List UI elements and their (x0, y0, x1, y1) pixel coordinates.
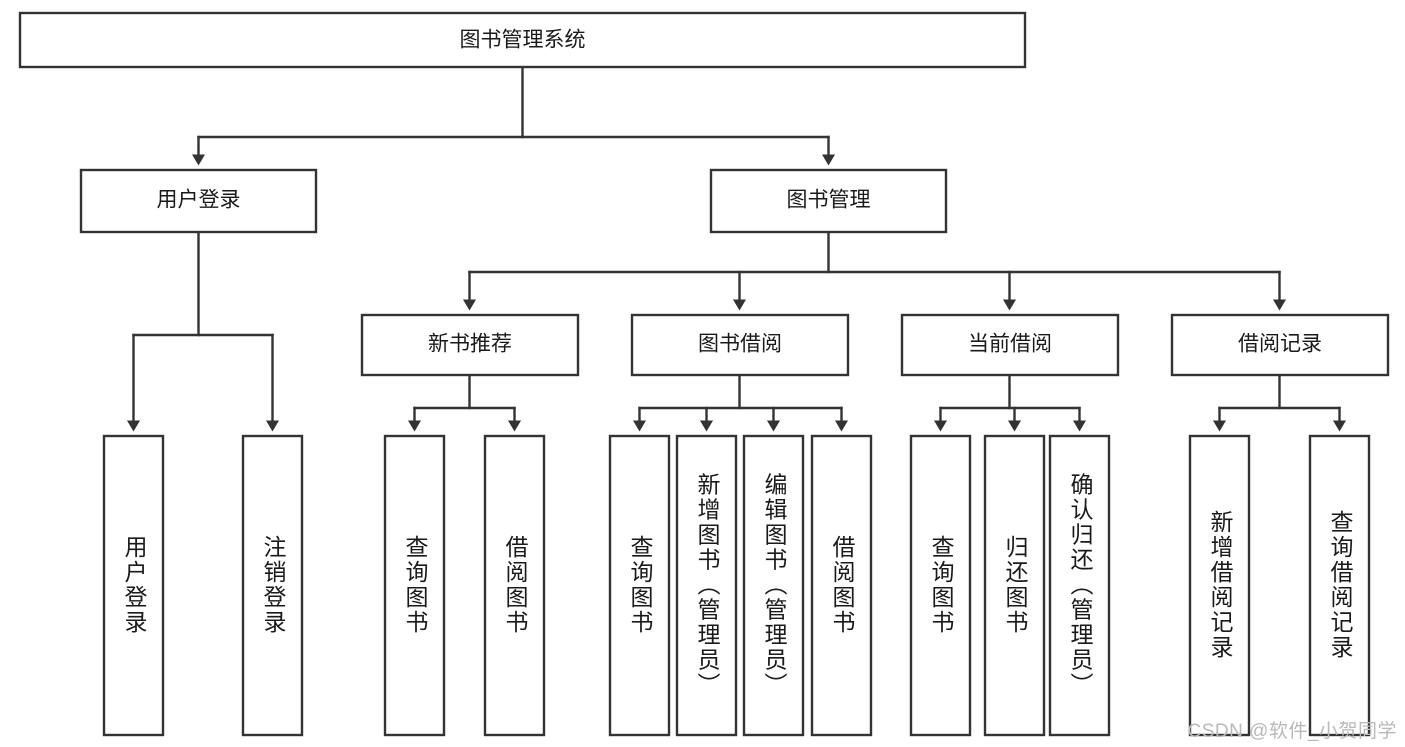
node-book-manage-box[interactable] (709, 168, 948, 234)
node-book-manage-label: 图书管理 (787, 189, 871, 212)
node-leaf-query-book-1-box[interactable] (383, 434, 446, 737)
node-borrow-record[interactable]: 借阅记录 (1170, 313, 1390, 377)
connector-group-new-book-rec (408, 373, 521, 432)
node-leaf-confirm-return-box[interactable] (1048, 434, 1111, 737)
connector-group-borrow-record (1213, 373, 1346, 432)
node-leaf-logout-label: 注销登录 (260, 535, 287, 635)
node-leaf-add-record-label: 新增借阅记录 (1207, 510, 1234, 660)
node-current-borrow-box[interactable] (900, 313, 1120, 377)
connector-group-current-borrow (934, 373, 1086, 432)
node-leaf-borrow-book-1[interactable]: 借阅图书 (483, 434, 546, 737)
node-user-login-label: 用户登录 (157, 189, 241, 212)
node-leaf-query-record-box[interactable] (1308, 434, 1371, 737)
node-leaf-query-book-2[interactable]: 查询图书 (608, 434, 671, 737)
node-root-box[interactable] (18, 11, 1027, 69)
node-new-book-rec[interactable]: 新书推荐 (360, 313, 580, 377)
node-user-login-box[interactable] (79, 168, 318, 234)
node-book-borrow-label: 图书借阅 (698, 333, 782, 356)
node-leaf-query-book-1[interactable]: 查询图书 (383, 434, 446, 737)
node-leaf-borrow-book-2[interactable]: 借阅图书 (810, 434, 873, 737)
node-leaf-confirm-return[interactable]: 确认归还（管理员） (1048, 434, 1111, 737)
connector-group-book-borrow (633, 373, 848, 432)
node-leaf-query-record[interactable]: 查询借阅记录 (1308, 434, 1371, 737)
node-leaf-edit-book-box[interactable] (742, 434, 805, 737)
node-leaf-return-book-box[interactable] (983, 434, 1046, 737)
node-book-borrow[interactable]: 图书借阅 (630, 313, 850, 377)
node-leaf-borrow-book-2-label: 借阅图书 (829, 535, 856, 635)
node-leaf-add-book-label: 新增图书（管理员） (694, 473, 721, 698)
node-leaf-add-record-box[interactable] (1188, 434, 1251, 737)
node-leaf-user-login-label: 用户登录 (121, 535, 148, 635)
node-leaf-borrow-book-1-box[interactable] (483, 434, 546, 737)
node-leaf-edit-book-label: 编辑图书（管理员） (761, 473, 788, 698)
node-leaf-borrow-book-2-box[interactable] (810, 434, 873, 737)
node-leaf-logout[interactable]: 注销登录 (241, 434, 304, 737)
connector-group-root (192, 65, 835, 166)
node-leaf-borrow-book-1-label: 借阅图书 (502, 535, 529, 635)
connector-group-book-manage (463, 230, 1286, 311)
node-leaf-query-book-2-box[interactable] (608, 434, 671, 737)
node-user-login[interactable]: 用户登录 (79, 168, 318, 234)
node-leaf-return-book-label: 归还图书 (1002, 535, 1029, 635)
node-leaf-confirm-return-label: 确认归还（管理员） (1067, 473, 1094, 698)
node-leaf-user-login[interactable]: 用户登录 (102, 434, 165, 737)
node-leaf-return-book[interactable]: 归还图书 (983, 434, 1046, 737)
node-leaf-add-book[interactable]: 新增图书（管理员） (675, 434, 738, 737)
node-book-borrow-box[interactable] (630, 313, 850, 377)
node-leaf-query-book-3[interactable]: 查询图书 (909, 434, 972, 737)
node-leaf-user-login-box[interactable] (102, 434, 165, 737)
node-current-borrow[interactable]: 当前借阅 (900, 313, 1120, 377)
node-leaf-query-record-label: 查询借阅记录 (1327, 510, 1354, 660)
node-leaf-add-record[interactable]: 新增借阅记录 (1188, 434, 1251, 737)
node-new-book-rec-box[interactable] (360, 313, 580, 377)
node-leaf-add-book-box[interactable] (675, 434, 738, 737)
node-root-label: 图书管理系统 (460, 29, 586, 52)
node-book-manage[interactable]: 图书管理 (709, 168, 948, 234)
node-leaf-query-book-2-label: 查询图书 (627, 535, 654, 635)
node-new-book-rec-label: 新书推荐 (428, 333, 512, 356)
node-current-borrow-label: 当前借阅 (968, 333, 1052, 356)
node-leaf-query-book-3-label: 查询图书 (928, 535, 955, 635)
node-borrow-record-box[interactable] (1170, 313, 1390, 377)
node-leaf-edit-book[interactable]: 编辑图书（管理员） (742, 434, 805, 737)
node-leaf-query-book-1-label: 查询图书 (402, 535, 429, 635)
node-root[interactable]: 图书管理系统 (18, 11, 1027, 69)
node-leaf-logout-box[interactable] (241, 434, 304, 737)
node-borrow-record-label: 借阅记录 (1238, 333, 1322, 356)
node-leaf-query-book-3-box[interactable] (909, 434, 972, 737)
connector-group-user-login (127, 230, 279, 432)
